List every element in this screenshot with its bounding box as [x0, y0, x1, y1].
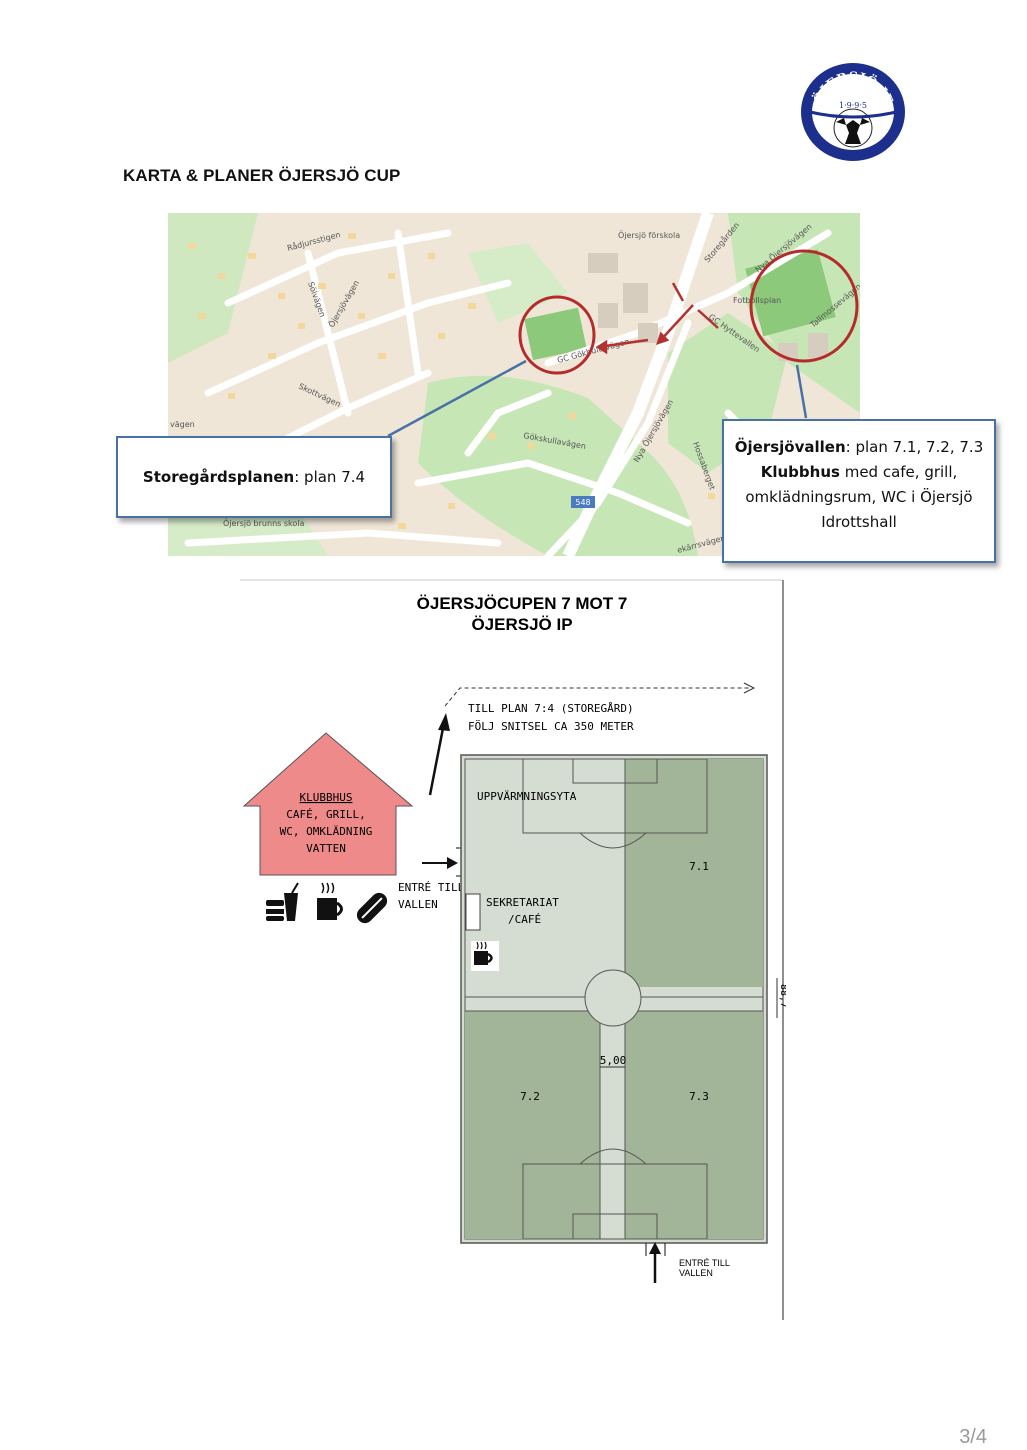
svg-text:88,7: 88,7 [778, 984, 786, 1008]
field-label-71: 7.1 [689, 860, 709, 873]
svg-text:CAFÉ, GRILL,: CAFÉ, GRILL, [286, 808, 365, 821]
field-plan: ÖJERSJÖCUPEN 7 MOT 7 ÖJERSJÖ IP TILL PLA… [240, 579, 786, 1320]
svg-text:5,00: 5,00 [600, 1054, 627, 1067]
field-label-72: 7.2 [520, 1090, 540, 1103]
page-heading: KARTA & PLANER ÖJERSJÖ CUP [123, 166, 401, 185]
svg-text:vägen: vägen [170, 420, 195, 429]
hotdog-icon [356, 892, 388, 924]
storegard-callout: Storegårdsplanen: plan 7.4 [116, 436, 392, 518]
svg-text:VALLEN: VALLEN [679, 1268, 713, 1278]
svg-text:VALLEN: VALLEN [398, 898, 438, 911]
svg-text:1·9·9·5: 1·9·9·5 [839, 101, 867, 110]
ojersjovallen-callout: Öjersjövallen: plan 7.1, 7.2, 7.3 Klubbh… [722, 419, 996, 563]
svg-text:KLUBBHUS: KLUBBHUS [300, 791, 353, 804]
svg-text:Fotbollsplan: Fotbollsplan [733, 296, 781, 305]
plan-title: ÖJERSJÖCUPEN 7 MOT 7 [417, 594, 628, 613]
svg-text:FÖLJ SNITSEL CA 350 METER: FÖLJ SNITSEL CA 350 METER [468, 720, 634, 733]
field-label-73: 7.3 [689, 1090, 709, 1103]
svg-text:Öjersjö brunns skola: Öjersjö brunns skola [223, 518, 304, 528]
svg-text:548: 548 [575, 498, 590, 507]
plan-subtitle: ÖJERSJÖ IP [471, 615, 572, 634]
coffee-icon [471, 941, 499, 971]
ojersjo-if-logo: ÖJERSJÖ IF 1·9·9·5 [801, 63, 905, 161]
burger-drink-icon [266, 882, 299, 921]
svg-text:ENTRÉ TILL: ENTRÉ TILL [679, 1258, 730, 1268]
svg-text:VATTEN: VATTEN [306, 842, 346, 855]
svg-text:TILL PLAN 7:4 (STOREGÅRD): TILL PLAN 7:4 (STOREGÅRD) [468, 702, 634, 715]
coffee-icon [317, 882, 343, 920]
svg-text:WC, OMKLÄDNING: WC, OMKLÄDNING [280, 825, 373, 838]
svg-text:/CAFÉ: /CAFÉ [508, 913, 541, 926]
svg-text:SEKRETARIAT: SEKRETARIAT [486, 896, 559, 909]
klubbhus-house [242, 732, 414, 876]
svg-text:Öjersjö förskola: Öjersjö förskola [618, 230, 680, 240]
area-map: Rådjursstigen Sölvägen Öjersjövägen Skot… [168, 213, 860, 556]
page-number: 3/4 [959, 1426, 987, 1448]
svg-text:ENTRÉ TILL: ENTRÉ TILL [398, 881, 465, 894]
uppvarmning-label: UPPVÄRMNINGSYTA [477, 790, 577, 803]
sekretariat-booth [465, 893, 481, 931]
